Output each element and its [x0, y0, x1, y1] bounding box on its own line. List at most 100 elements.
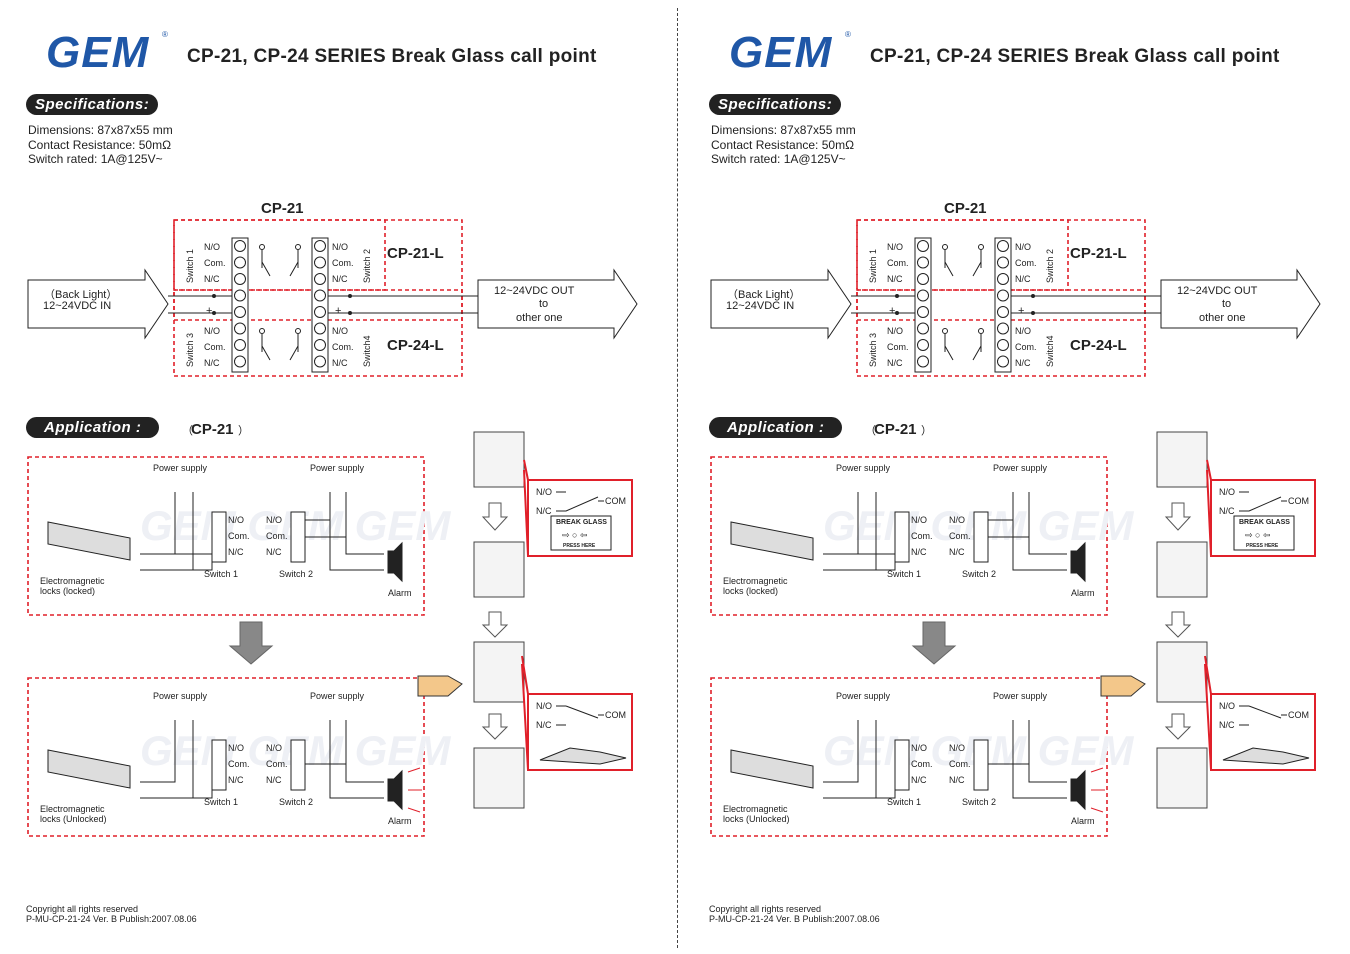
unlocked-lock-label-2: locks (Unlocked)	[723, 814, 790, 824]
state-transition-arrow	[911, 621, 957, 665]
switch-4-label: Switch4	[362, 335, 372, 367]
application-heading: Application :	[709, 417, 843, 438]
sw2-no: N/O	[1015, 242, 1032, 252]
unlocked-sw1-no: N/O	[911, 743, 928, 753]
callout2-no: N/O	[536, 701, 553, 711]
spec-switch-rating: Switch rated: 1A@125V~	[711, 152, 846, 166]
sw1-com: Com.	[887, 258, 909, 268]
label-cp21l: CP-21-L	[387, 245, 444, 262]
terminal-screw	[314, 256, 326, 269]
terminal-block-right	[311, 237, 329, 373]
output-label-line2: to	[1222, 298, 1232, 310]
out-plus: +	[335, 305, 342, 317]
hand-illustration	[417, 675, 463, 697]
unlocked-lock-label-1: Electromagnetic	[723, 804, 788, 814]
press-arrows-icon: ⇨ ○ ⇦	[1245, 530, 1271, 540]
terminal-screw	[234, 240, 246, 252]
sw2-nc: N/C	[1015, 274, 1031, 284]
unlocked-state-box	[710, 677, 1108, 837]
terminal-screw	[997, 339, 1009, 351]
locked-alarm-label: Alarm	[388, 588, 412, 598]
terminal-screw	[234, 355, 246, 368]
unlocked-alarm-label: Alarm	[1071, 816, 1095, 826]
output-label-line1: 12~24VDC OUT	[494, 285, 575, 297]
callout1-nc: N/C	[1219, 506, 1235, 516]
sw2-no: N/O	[332, 242, 349, 252]
sw1-com: Com.	[204, 258, 226, 268]
locked-sw1-no: N/O	[228, 515, 245, 525]
power-supply-1-locked: Power supply	[836, 463, 891, 473]
locked-sw1-com: Com.	[911, 531, 933, 541]
terminal-screw	[997, 289, 1009, 302]
sw4-no: N/O	[1015, 326, 1032, 336]
unlocked-sw1-no: N/O	[228, 743, 245, 753]
sw4-com: Com.	[332, 342, 354, 352]
callout1-com: COM	[605, 496, 626, 506]
spec-switch-rating: Switch rated: 1A@125V~	[28, 152, 163, 166]
footer-copyright: Copyright all rights reserved	[709, 904, 822, 914]
output-label-line1: 12~24VDC OUT	[1177, 285, 1258, 297]
label-cp21: CP-21	[944, 200, 987, 217]
terminal-screw	[234, 306, 246, 318]
application-model-open: （	[182, 425, 193, 437]
locked-lock-label-1: Electromagnetic	[40, 576, 105, 586]
terminal-screw	[997, 240, 1009, 252]
terminal-screw	[314, 289, 326, 302]
unlocked-sw2-no: N/O	[949, 743, 966, 753]
sw2-com: Com.	[1015, 258, 1037, 268]
locked-sw2-nc: N/C	[949, 547, 965, 557]
label-cp24l: CP-24-L	[1070, 337, 1127, 354]
spec-contact-resistance: Contact Resistance: 50mΩ	[28, 138, 172, 152]
application-model-open: （	[865, 425, 876, 437]
page-divider	[677, 8, 678, 948]
terminal-screw	[314, 240, 326, 252]
locked-sw2-com: Com.	[266, 531, 288, 541]
device-step-3	[1156, 641, 1208, 703]
locked-sw2-no: N/O	[266, 515, 283, 525]
terminal-screw	[917, 339, 929, 351]
unlocked-sw2-no: N/O	[266, 743, 283, 753]
terminal-screw	[917, 322, 929, 335]
output-label-line2: to	[539, 298, 549, 310]
power-supply-1-locked: Power supply	[153, 463, 208, 473]
break-glass-label: BREAK GLASS	[556, 519, 607, 526]
hand-illustration	[1100, 675, 1146, 697]
sw4-nc: N/C	[1015, 358, 1031, 368]
device-step-4	[473, 747, 525, 809]
switch-1-label: Switch 1	[185, 248, 195, 283]
power-supply-1-unlocked: Power supply	[153, 691, 208, 701]
sw2-com: Com.	[332, 258, 354, 268]
specifications-heading: Specifications:	[709, 94, 842, 115]
input-label-line1: （Back Light）	[44, 289, 118, 301]
sw1-nc: N/C	[204, 274, 220, 284]
output-label-line3: other one	[1199, 312, 1246, 324]
unlocked-sw1-com: Com.	[911, 759, 933, 769]
unlocked-sw1-nc: N/C	[911, 775, 927, 785]
unlocked-switch2-caption: Switch 2	[279, 797, 314, 807]
out-minus: —	[1017, 290, 1026, 300]
specifications-heading: Specifications:	[26, 94, 159, 115]
terminal-screw	[997, 322, 1009, 335]
page-title: CP-21, CP-24 SERIES Break Glass call poi…	[187, 46, 597, 67]
manual-page-left: GEM ® CP-21, CP-24 SERIES Break Glass ca…	[26, 28, 638, 924]
unlocked-sw2-com: Com.	[949, 759, 971, 769]
locked-sw1-nc: N/C	[911, 547, 927, 557]
device-step-1	[473, 431, 525, 488]
unlocked-alarm-label: Alarm	[388, 816, 412, 826]
terminal-screw	[314, 355, 326, 368]
locked-sw2-nc: N/C	[266, 547, 282, 557]
locked-sw1-no: N/O	[911, 515, 928, 525]
application-model-close: ）	[238, 425, 249, 437]
output-arrow-shape	[1160, 268, 1321, 340]
press-arrows-icon: ⇨ ○ ⇦	[562, 530, 588, 540]
terminal-screw	[997, 355, 1009, 368]
switch-4-label: Switch4	[1045, 335, 1055, 367]
terminal-screw	[917, 273, 929, 285]
unlocked-switch2-caption: Switch 2	[962, 797, 997, 807]
input-arrow-shape	[710, 268, 852, 340]
locked-sw2-com: Com.	[949, 531, 971, 541]
switch-2-label: Switch 2	[362, 248, 372, 283]
callout2-com: COM	[1288, 710, 1309, 720]
switch-3-label: Switch 3	[868, 332, 878, 367]
switch-3-label: Switch 3	[185, 332, 195, 367]
